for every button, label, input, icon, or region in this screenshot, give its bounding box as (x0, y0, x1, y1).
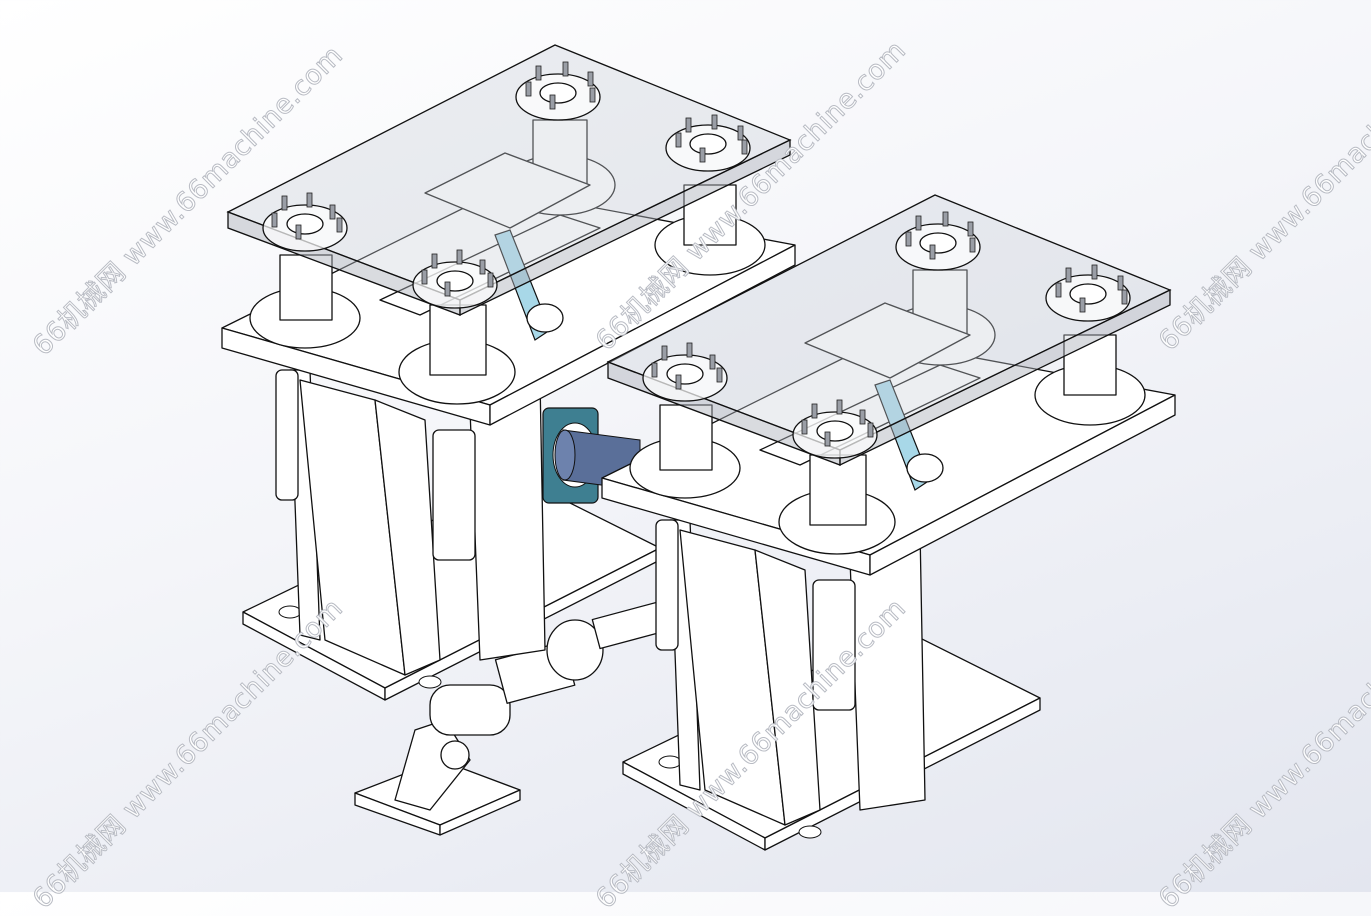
cad-assembly-view (221, 44, 1176, 851)
coupling (429, 684, 511, 736)
drive-train (354, 600, 669, 836)
bearing-shaft (542, 407, 641, 504)
